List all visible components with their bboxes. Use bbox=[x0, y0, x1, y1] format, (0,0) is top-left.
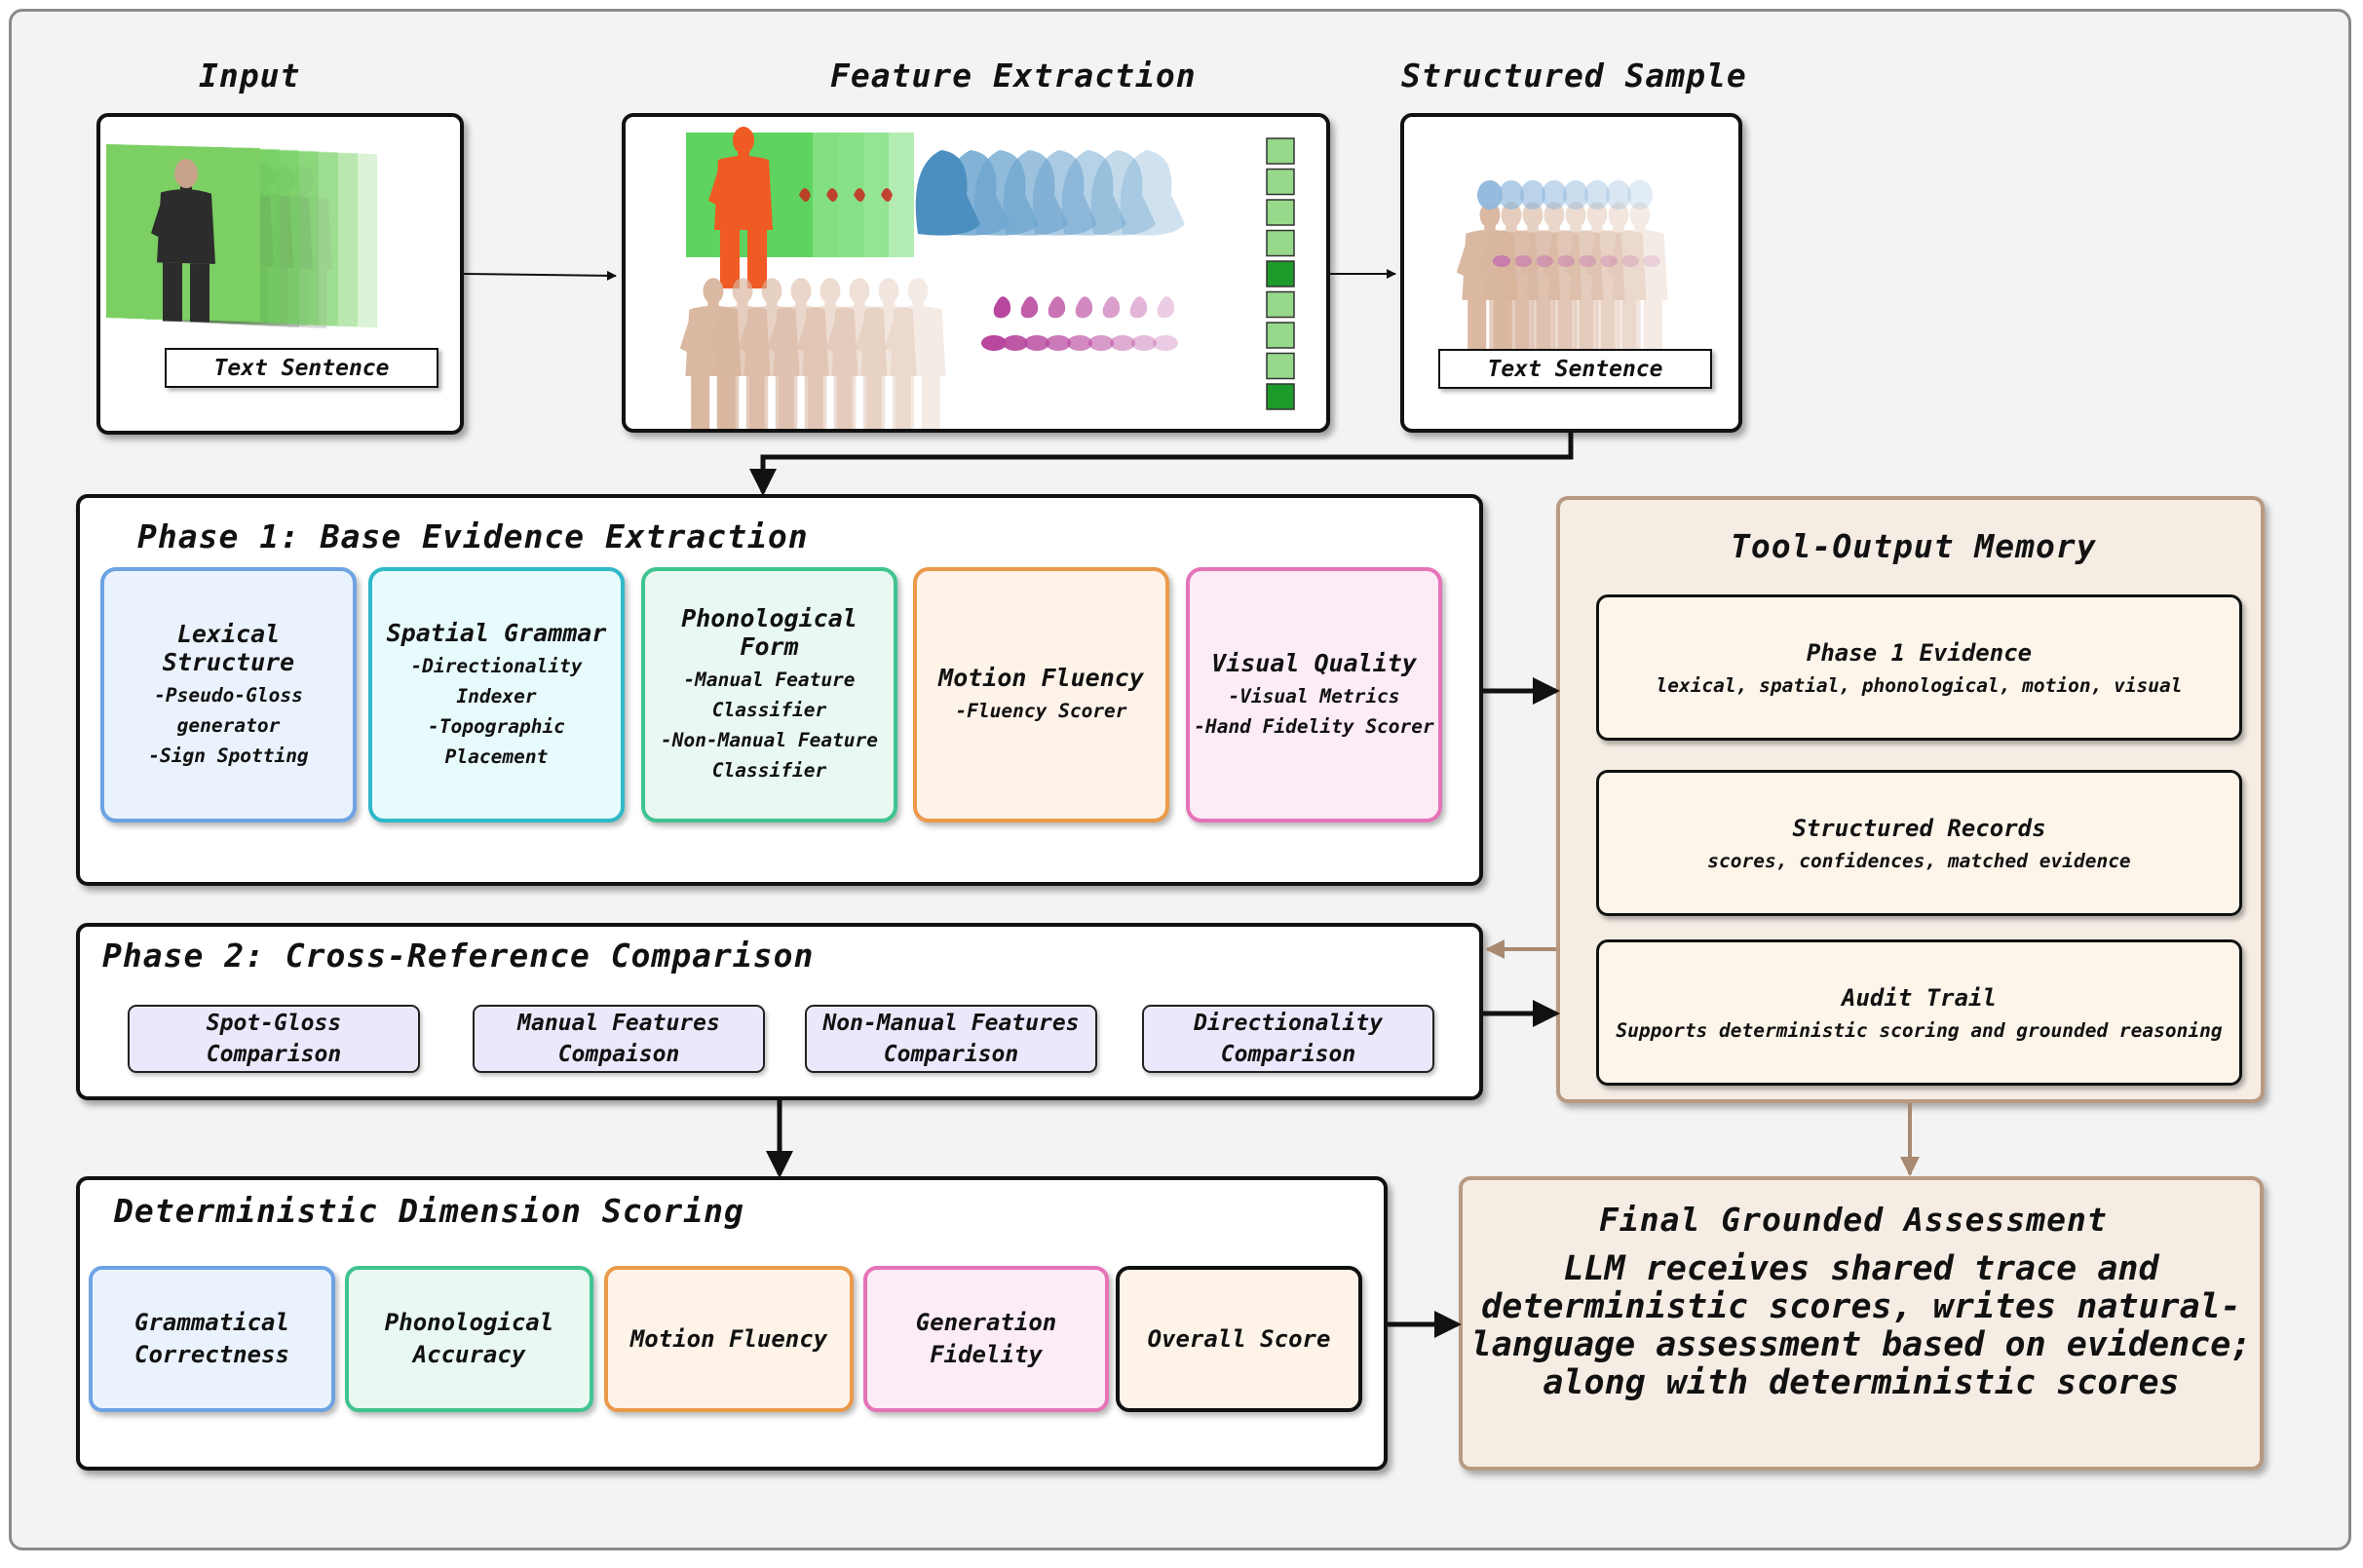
phase1-box-1: Lexical Structure -Pseudo-Gloss generator… bbox=[100, 567, 357, 822]
scoring-title: Deterministic Dimension Scoring bbox=[114, 1192, 744, 1230]
feature-extraction-panel bbox=[622, 113, 1330, 433]
memory-card-1: Phase 1 Evidence lexical, spatial, phonol… bbox=[1596, 594, 2242, 741]
phase1-box-tools: -Visual Metrics -Hand Fidelity Scorer bbox=[1194, 684, 1434, 738]
memory-card-subtitle: lexical, spatial, phonological, motion, … bbox=[1656, 673, 2183, 697]
phase2-comparison-2: Manual Features Compaison bbox=[473, 1005, 765, 1073]
body-mesh-frames bbox=[679, 278, 946, 432]
phase1-box-title: Phonological Form bbox=[681, 604, 858, 661]
phase1-box-tools: -Directionality Indexer -Topographic Pla… bbox=[410, 654, 583, 768]
memory-card-subtitle: Supports deterministic scoring and groun… bbox=[1616, 1018, 2223, 1042]
feature-visuals bbox=[679, 127, 1295, 432]
feature-indicator-squares bbox=[1266, 137, 1295, 410]
phase2-comparison-3: Non-Manual Features Comparison bbox=[805, 1005, 1097, 1073]
signer-video-frames bbox=[106, 144, 377, 328]
phase1-box-tools: -Fluency Scorer bbox=[955, 700, 1127, 722]
score-box-3: Motion Fluency bbox=[604, 1266, 854, 1412]
input-text-sentence: Text Sentence bbox=[165, 348, 438, 388]
arrow-sample-to-phase1 bbox=[749, 433, 1574, 496]
phase2-comparison-4: Directionality Comparison bbox=[1142, 1005, 1434, 1073]
final-assessment-panel: Final Grounded Assessment LLM receives s… bbox=[1459, 1176, 2264, 1471]
memory-title: Tool-Output Memory bbox=[1731, 527, 2097, 565]
memory-card-2: Structured Records scores, confidences, m… bbox=[1596, 770, 2242, 916]
structured-sample-panel: Text Sentence bbox=[1400, 113, 1742, 433]
phase1-box-title: Visual Quality bbox=[1211, 648, 1417, 677]
phase1-box-title: Lexical Structure bbox=[162, 619, 295, 676]
score-box-5: Overall Score bbox=[1116, 1266, 1362, 1412]
structured-sample-title: Structured Sample bbox=[1401, 57, 1747, 95]
segmentation-frames bbox=[686, 127, 914, 288]
phase1-box-4: Motion Fluency -Fluency Scorer bbox=[913, 567, 1169, 822]
final-title: Final Grounded Assessment bbox=[1599, 1201, 2108, 1239]
phase2-comparison-1: Spot-Gloss Comparison bbox=[128, 1005, 420, 1073]
score-box-2: Phonological Accuracy bbox=[345, 1266, 593, 1412]
phase1-box-title: Motion Fluency bbox=[938, 664, 1144, 692]
memory-card-title: Phase 1 Evidence bbox=[1806, 638, 2033, 667]
final-assessment-text: LLM receives shared trace and determinis… bbox=[1470, 1249, 2252, 1402]
arrow-input-to-features bbox=[463, 270, 617, 281]
phase1-box-tools: -Manual Feature Classifier -Non-Manual F… bbox=[660, 669, 879, 782]
phase1-title: Phase 1: Base Evidence Extraction bbox=[137, 517, 809, 555]
phase2-title: Phase 2: Cross-Reference Comparison bbox=[102, 937, 815, 975]
memory-card-title: Audit Trail bbox=[1842, 983, 1997, 1012]
structured-sample-visual bbox=[1456, 180, 1668, 356]
phase1-box-3: Phonological Form -Manual Feature Classif… bbox=[641, 567, 897, 822]
phase1-box-title: Spatial Grammar bbox=[386, 618, 607, 647]
hand-mesh-frames bbox=[981, 296, 1178, 351]
score-box-1: Grammatical Correctness bbox=[89, 1266, 335, 1412]
phase1-box-tools: -Pseudo-Gloss generator -Sign Spotting bbox=[148, 683, 309, 767]
phase1-box-2: Spatial Grammar -Directionality Indexer -… bbox=[368, 567, 625, 822]
input-title: Input bbox=[199, 57, 301, 95]
input-panel: Text Sentence bbox=[96, 113, 464, 435]
score-box-4: Generation Fidelity bbox=[863, 1266, 1109, 1412]
structured-text-sentence: Text Sentence bbox=[1438, 349, 1712, 389]
phase1-box-5: Visual Quality -Visual Metrics -Hand Fide… bbox=[1186, 567, 1442, 822]
face-mesh-frames bbox=[915, 150, 1185, 236]
memory-card-title: Structured Records bbox=[1792, 814, 2046, 842]
feature-extraction-title: Feature Extraction bbox=[830, 57, 1197, 95]
memory-card-subtitle: scores, confidences, matched evidence bbox=[1707, 849, 2131, 872]
